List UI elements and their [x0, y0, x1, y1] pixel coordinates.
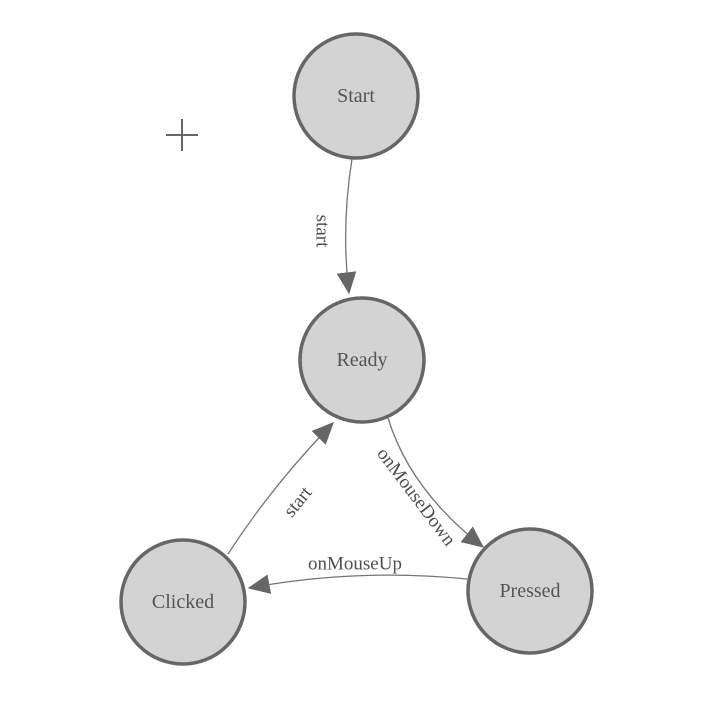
node-pressed[interactable]: Pressed [466, 527, 594, 655]
edge-pressed-to-clicked[interactable]: onMouseUp [247, 554, 468, 594]
edge-path[interactable] [336, 158, 357, 295]
state-circle[interactable] [292, 32, 420, 160]
edge-label-onmousedown: onMouseDown [372, 444, 460, 551]
edge-ready-to-pressed[interactable]: onMouseDown [372, 417, 485, 551]
node-ready[interactable]: Ready [298, 296, 426, 424]
edge-path[interactable] [247, 574, 468, 594]
crosshair-icon [166, 119, 198, 151]
edge-path[interactable] [227, 422, 334, 555]
edge-label-start-1: start [312, 215, 333, 248]
node-label-pressed: Pressed [499, 580, 560, 602]
state-circle[interactable] [298, 296, 426, 424]
state-circle[interactable] [466, 527, 594, 655]
node-label-clicked: Clicked [152, 591, 214, 613]
edge-clicked-to-ready[interactable]: start [227, 422, 334, 555]
state-circle[interactable] [119, 538, 247, 666]
edge-start-to-ready[interactable]: start [312, 158, 357, 295]
edge-label-onmouseup: onMouseUp [308, 554, 402, 575]
edge-path[interactable] [387, 417, 485, 548]
edge-label-start-2: start [280, 482, 317, 521]
node-label-ready: Ready [336, 349, 387, 371]
node-clicked[interactable]: Clicked [119, 538, 247, 666]
node-start[interactable]: Start [292, 32, 420, 160]
node-label-start: Start [337, 85, 375, 107]
